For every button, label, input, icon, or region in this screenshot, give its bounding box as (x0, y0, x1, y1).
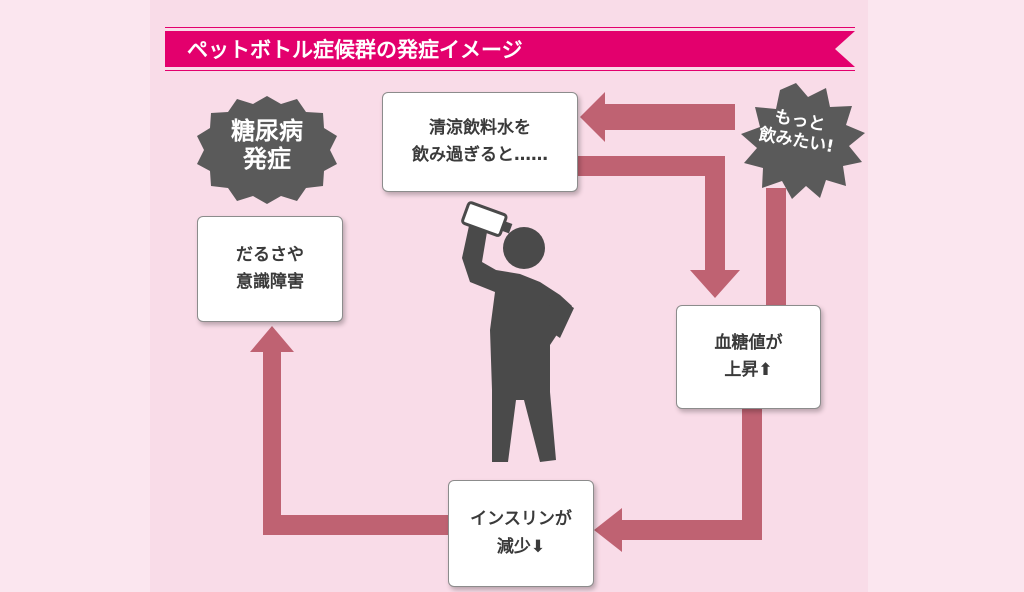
fatigue-line1: だるさや (236, 244, 304, 265)
arrow-cycle-line (766, 188, 786, 306)
banner-ribbon (165, 27, 855, 71)
blood-sugar-line1: 血糖値が (714, 332, 783, 353)
arrow-to-fatigue (250, 326, 448, 535)
fatigue-line2: 意識障害 (236, 272, 304, 292)
flow-arrows (250, 92, 786, 552)
insulin-box: インスリンが 減少⬇ (448, 480, 594, 587)
diabetes-burst-shape (197, 96, 337, 204)
arrow-to-blood-sugar (578, 156, 740, 298)
arrow-to-insulin (594, 408, 762, 552)
insulin-line2: 減少⬇ (496, 536, 546, 557)
diabetes-line1: 糖尿病 (231, 117, 303, 145)
diabetes-line2: 発症 (243, 144, 291, 173)
want-more-burst-shape (741, 83, 865, 199)
diabetes-burst-text: 糖尿病 発症 (217, 117, 317, 173)
drink-line1: 清涼飲料水を (429, 117, 531, 138)
person-figure (462, 212, 574, 462)
title-banner: ペットボトル症候群の発症イメージ (165, 27, 855, 71)
fatigue-box: だるさや 意識障害 (197, 216, 343, 322)
banner-title: ペットボトル症候群の発症イメージ (187, 38, 523, 62)
bottle-icon (461, 201, 513, 237)
arrow-to-drink (580, 92, 735, 142)
blood-sugar-box: 血糖値が 上昇⬆ (676, 305, 821, 409)
drink-line2: 飲み過ぎると…… (412, 145, 548, 165)
blood-sugar-line2: 上昇⬆ (724, 360, 773, 380)
drink-box: 清涼飲料水を 飲み過ぎると…… (382, 92, 578, 192)
insulin-line1: インスリンが (470, 509, 572, 530)
